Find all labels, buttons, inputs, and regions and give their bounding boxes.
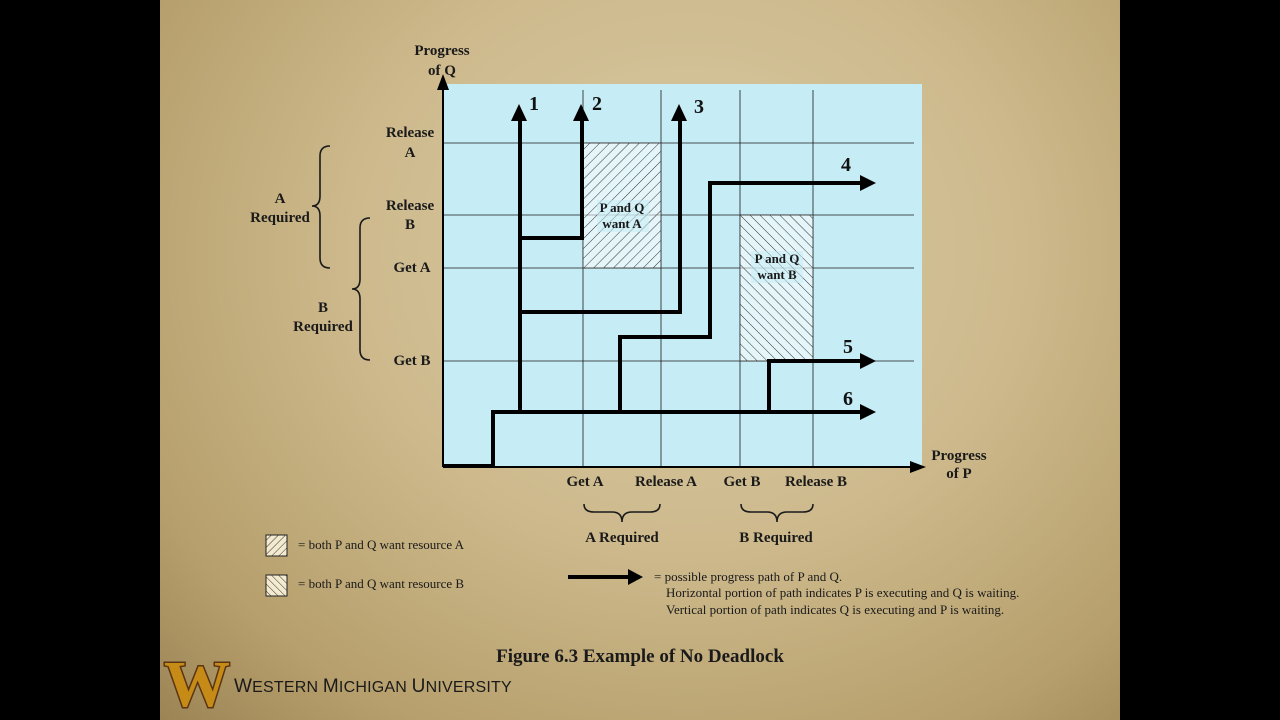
y-tick-release-b-1: Release	[386, 198, 435, 214]
legend-arrow-text-3: Vertical portion of path indicates Q is …	[666, 602, 1004, 617]
legend-hatch-a-text: = both P and Q want resource A	[298, 537, 465, 552]
want-b-region	[739, 214, 814, 362]
path-label-2: 2	[592, 93, 602, 115]
legend-hatch-a-swatch	[265, 534, 288, 557]
want-a-label-2: want A	[602, 216, 642, 231]
baseline-path	[443, 410, 520, 468]
x-a-required-brace	[583, 503, 661, 523]
y-tick-release-a-1: Release	[386, 125, 435, 141]
want-b-label-2: want B	[757, 267, 797, 282]
y-axis-label-1: Progress	[414, 43, 469, 59]
b-required-label-1: B	[318, 300, 328, 316]
a-required-label-2: Required	[250, 210, 310, 226]
x-b-required-label: B Required	[739, 530, 813, 546]
path-label-6: 6	[843, 388, 853, 410]
x-tick-release-b: Release B	[785, 474, 847, 490]
y-tick-get-b: Get B	[393, 353, 430, 369]
path-label-3: 3	[694, 96, 704, 118]
y-tick-release-b-2: B	[405, 217, 415, 233]
x-tick-release-a: Release A	[635, 474, 697, 490]
slide: P and Q want A P and Q want B Progress o…	[160, 0, 1120, 720]
path-3	[520, 118, 682, 314]
x-axis-label-2: of P	[946, 466, 971, 482]
path-5	[767, 359, 862, 412]
legend-arrow-text-2: Horizontal portion of path indicates P i…	[666, 585, 1019, 600]
path-2	[520, 118, 584, 240]
a-required-brace	[311, 145, 331, 269]
b-required-label-2: Required	[293, 319, 353, 335]
wmu-logo: W	[163, 650, 232, 712]
legend-hatch-b-swatch	[265, 574, 288, 597]
axes	[437, 74, 926, 473]
figure-title: Figure 6.3 Example of No Deadlock	[496, 646, 784, 667]
plot-area	[443, 84, 922, 467]
x-tick-get-b: Get B	[723, 474, 760, 490]
x-axis-label-1: Progress	[931, 448, 986, 464]
b-required-brace	[351, 217, 371, 361]
path-label-4: 4	[841, 154, 851, 176]
x-b-required-brace	[740, 503, 814, 523]
y-tick-get-a: Get A	[393, 260, 430, 276]
x-a-required-label: A Required	[585, 530, 659, 546]
deadlock-diagram: P and Q want A P and Q want B Progress o…	[250, 43, 1019, 617]
legend-arrow-text-1: = possible progress path of P and Q.	[654, 569, 842, 584]
svg-text:W: W	[164, 650, 230, 712]
y-tick-release-a-2: A	[405, 145, 416, 161]
a-required-label-1: A	[275, 191, 286, 207]
path-4	[618, 181, 862, 412]
path-label-1: 1	[529, 93, 539, 115]
university-name: WESTERN MICHIGAN UNIVERSITY	[234, 676, 512, 697]
path-label-5: 5	[843, 336, 853, 358]
want-a-label-1: P and Q	[600, 200, 645, 215]
progress-paths	[443, 104, 876, 468]
y-axis-label-2: of Q	[428, 63, 456, 79]
want-b-label-1: P and Q	[755, 251, 800, 266]
x-tick-get-a: Get A	[566, 474, 603, 490]
legend-hatch-b-text: = both P and Q want resource B	[298, 576, 464, 591]
